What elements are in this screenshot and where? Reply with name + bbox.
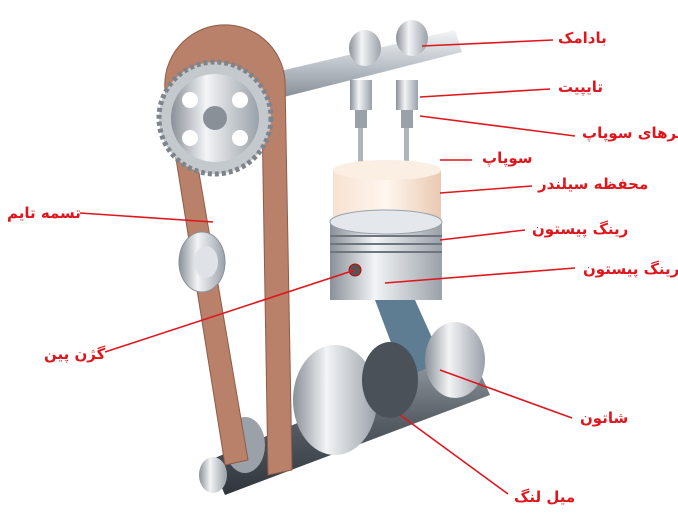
label-piston-ring-2: رینگ پیستون (583, 260, 678, 278)
label-valve: سوپاپ (482, 149, 533, 167)
leader-lines (79, 39, 576, 495)
label-valve-springs: فنرهای سوپاپ (582, 124, 678, 142)
label-timing-belt: تسمه تایم (7, 204, 81, 222)
piston (329, 209, 443, 300)
tensioner-pulley (178, 231, 226, 293)
label-cylinder: محفظه سیلندر (538, 175, 649, 193)
cam-gear (156, 59, 274, 177)
label-connecting-rod: شاتون (580, 409, 629, 427)
label-piston-ring-1: رینگ پیستون (532, 220, 629, 238)
label-tappet: تایپیت (558, 78, 604, 96)
label-gudgeon-pin: گژن پین (44, 345, 106, 363)
label-crankshaft: میل لنگ (514, 488, 576, 506)
label-camshaft: بادامک (558, 29, 607, 47)
camshaft (250, 20, 462, 104)
crankshaft (199, 322, 490, 495)
